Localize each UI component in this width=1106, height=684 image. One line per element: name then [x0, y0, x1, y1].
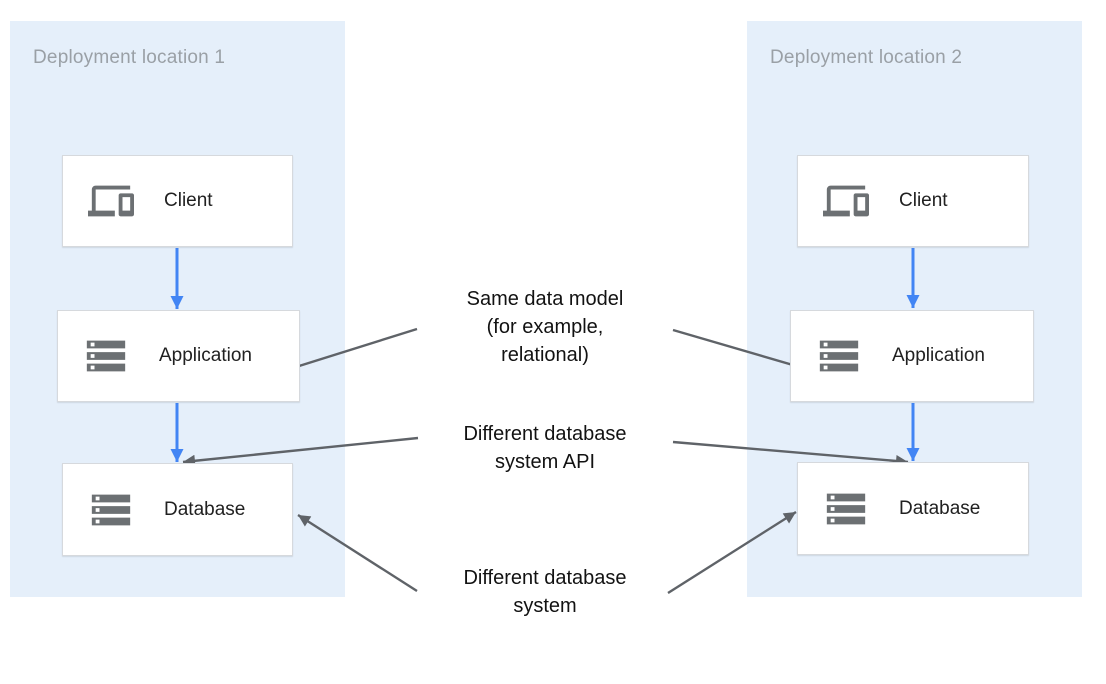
annotation-same-data-model: Same data model (for example, relational… — [415, 285, 675, 369]
node-label: Database — [899, 497, 981, 519]
annotation-line: system API — [494, 451, 596, 473]
annotation-different-database-api: Different database system API — [415, 420, 675, 476]
annotation-line: system — [513, 595, 577, 617]
node-label: Application — [892, 345, 985, 366]
server-stack-icon — [818, 486, 874, 532]
node-application-left: Application — [57, 310, 300, 402]
node-client-left: Client — [62, 155, 293, 247]
annotation-line: Different database — [463, 423, 627, 445]
server-stack-icon — [811, 333, 867, 379]
server-stack-icon — [83, 487, 139, 533]
node-label: Client — [899, 190, 948, 211]
node-database-left: Database — [62, 463, 293, 556]
annotation-different-database-system: Different database system — [415, 564, 675, 620]
node-label: Application — [159, 345, 252, 366]
node-database-right: Database — [797, 462, 1029, 555]
node-label: Database — [164, 498, 246, 520]
devices-icon — [83, 178, 139, 224]
node-application-right: Application — [790, 310, 1034, 402]
annotation-line: (for example, — [486, 316, 604, 338]
annotation-line: Same data model — [466, 288, 624, 310]
annotation-line: relational) — [501, 344, 589, 366]
deployment-zone-1-title: Deployment location 1 — [33, 47, 226, 68]
node-client-right: Client — [797, 155, 1029, 247]
server-stack-icon — [78, 333, 134, 379]
deployment-zone-2-title: Deployment location 2 — [770, 47, 963, 68]
devices-icon — [818, 178, 874, 224]
annotation-line: Different database — [463, 567, 627, 589]
node-label: Client — [164, 190, 213, 211]
